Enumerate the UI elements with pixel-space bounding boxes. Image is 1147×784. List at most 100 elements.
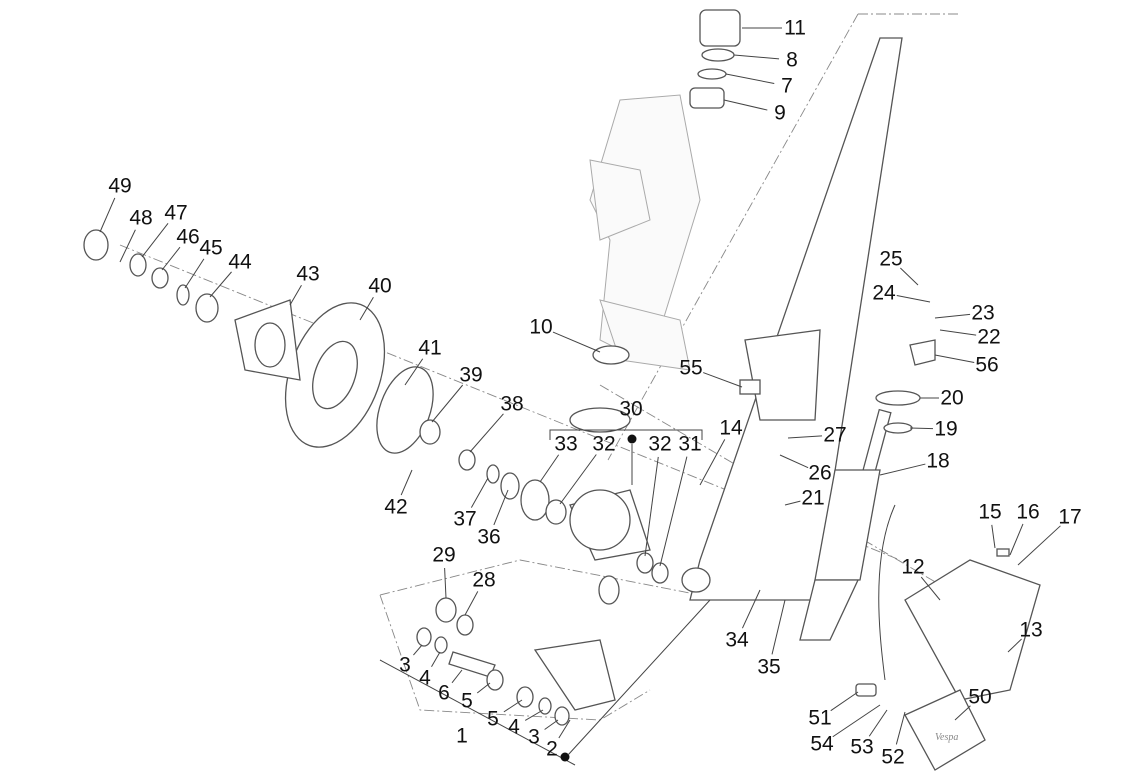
part-label-43: 43: [296, 262, 320, 286]
leader-line-52: [895, 711, 906, 745]
part-label-40: 40: [368, 274, 392, 298]
leader-line-50: [954, 705, 971, 721]
leader-line-10: [552, 331, 601, 353]
leader-line-28: [464, 591, 479, 616]
leader-line-47: [141, 222, 169, 258]
part-label-35: 35: [757, 655, 781, 679]
leader-line-45: [184, 258, 205, 289]
leader-line-54: [832, 704, 881, 738]
leader-line-4: [431, 651, 441, 667]
part-label-36: 36: [477, 525, 501, 549]
mudguard-parts: Vespa: [855, 339, 1041, 771]
part-label-7: 7: [781, 74, 793, 98]
leader-line-19: [909, 427, 934, 430]
part-label-5: 5: [461, 689, 473, 713]
top-parts: [689, 9, 741, 109]
vespa-logo: Vespa: [935, 732, 958, 743]
part-label-10: 10: [529, 315, 553, 339]
part-label-26: 26: [808, 461, 832, 485]
part-label-19: 19: [934, 417, 958, 441]
part-label-22: 22: [977, 325, 1001, 349]
part-label-47: 47: [164, 201, 188, 225]
leader-line-27: [787, 435, 823, 439]
leader-line-14: [699, 439, 726, 486]
group-bracket-1: [379, 599, 711, 766]
part-label-39: 39: [459, 363, 483, 387]
leader-line-41: [404, 358, 424, 386]
part-label-4: 4: [508, 715, 520, 739]
leader-line-49: [99, 197, 116, 233]
part-label-25: 25: [879, 247, 903, 271]
part-label-28: 28: [472, 568, 496, 592]
leader-line-29: [444, 567, 447, 599]
leader-line-32: [559, 454, 597, 505]
part-label-30: 30: [619, 397, 643, 421]
leader-line-34: [741, 589, 761, 629]
part-label-18: 18: [926, 449, 950, 473]
leader-line-12: [920, 576, 941, 601]
part-label-48: 48: [129, 206, 153, 230]
part-label-2: 2: [546, 737, 558, 761]
part-label-41: 41: [418, 336, 442, 360]
part-label-32: 32: [592, 432, 616, 456]
leader-line-26: [779, 454, 809, 469]
part-label-8: 8: [786, 48, 798, 72]
part-label-31: 31: [678, 432, 702, 456]
part-label-15: 15: [978, 500, 1002, 524]
leader-line-5: [476, 682, 491, 694]
part-label-3: 3: [399, 653, 411, 677]
leader-line-31: [659, 456, 688, 567]
part-label-51: 51: [808, 706, 832, 730]
part-label-50: 50: [968, 685, 992, 709]
part-label-46: 46: [176, 225, 200, 249]
leader-line-8: [733, 54, 780, 60]
part-label-33: 33: [554, 432, 578, 456]
part-label-16: 16: [1016, 500, 1040, 524]
part-label-29: 29: [432, 543, 456, 567]
part-label-13: 13: [1019, 618, 1043, 642]
leader-line-17: [1017, 525, 1061, 566]
leader-line-55: [703, 372, 743, 388]
leader-line-40: [359, 296, 374, 321]
group-bracket-30: [549, 429, 703, 485]
part-label-38: 38: [500, 392, 524, 416]
leader-line-24: [896, 295, 931, 303]
leader-line-51: [830, 691, 859, 712]
part-label-54: 54: [810, 732, 834, 756]
leader-line-48: [119, 229, 136, 263]
leader-line-13: [1007, 638, 1022, 653]
leader-line-15: [991, 524, 996, 549]
fork-leg: [681, 37, 903, 601]
wheel-axle-parts: [83, 229, 761, 605]
part-label-32: 32: [648, 432, 672, 456]
part-label-20: 20: [940, 386, 964, 410]
part-label-3: 3: [528, 725, 540, 749]
leader-line-6: [451, 669, 463, 684]
part-label-24: 24: [872, 281, 896, 305]
leader-line-43: [289, 284, 302, 306]
part-label-53: 53: [850, 735, 874, 759]
leader-lines: [99, 27, 1061, 745]
part-label-45: 45: [199, 236, 223, 260]
part-label-6: 6: [438, 681, 450, 705]
leader-line-18: [879, 463, 926, 476]
leader-line-37: [470, 477, 489, 508]
part-label-52: 52: [881, 745, 905, 769]
leader-line-2: [558, 719, 571, 739]
leader-line-5: [503, 699, 523, 713]
leader-line-3: [413, 644, 423, 656]
leader-line-33: [539, 454, 560, 483]
part-label-21: 21: [801, 486, 825, 510]
leader-line-53: [868, 709, 888, 737]
leader-line-3: [544, 719, 559, 730]
wheel-hub-cover: [904, 689, 986, 771]
part-label-5: 5: [487, 707, 499, 731]
leader-line-23: [934, 313, 971, 319]
part-label-44: 44: [228, 250, 252, 274]
part-label-49: 49: [108, 174, 132, 198]
leader-line-46: [161, 246, 181, 271]
leader-line-36: [493, 489, 509, 526]
part-label-4: 4: [419, 666, 431, 690]
leader-line-4: [524, 709, 544, 721]
